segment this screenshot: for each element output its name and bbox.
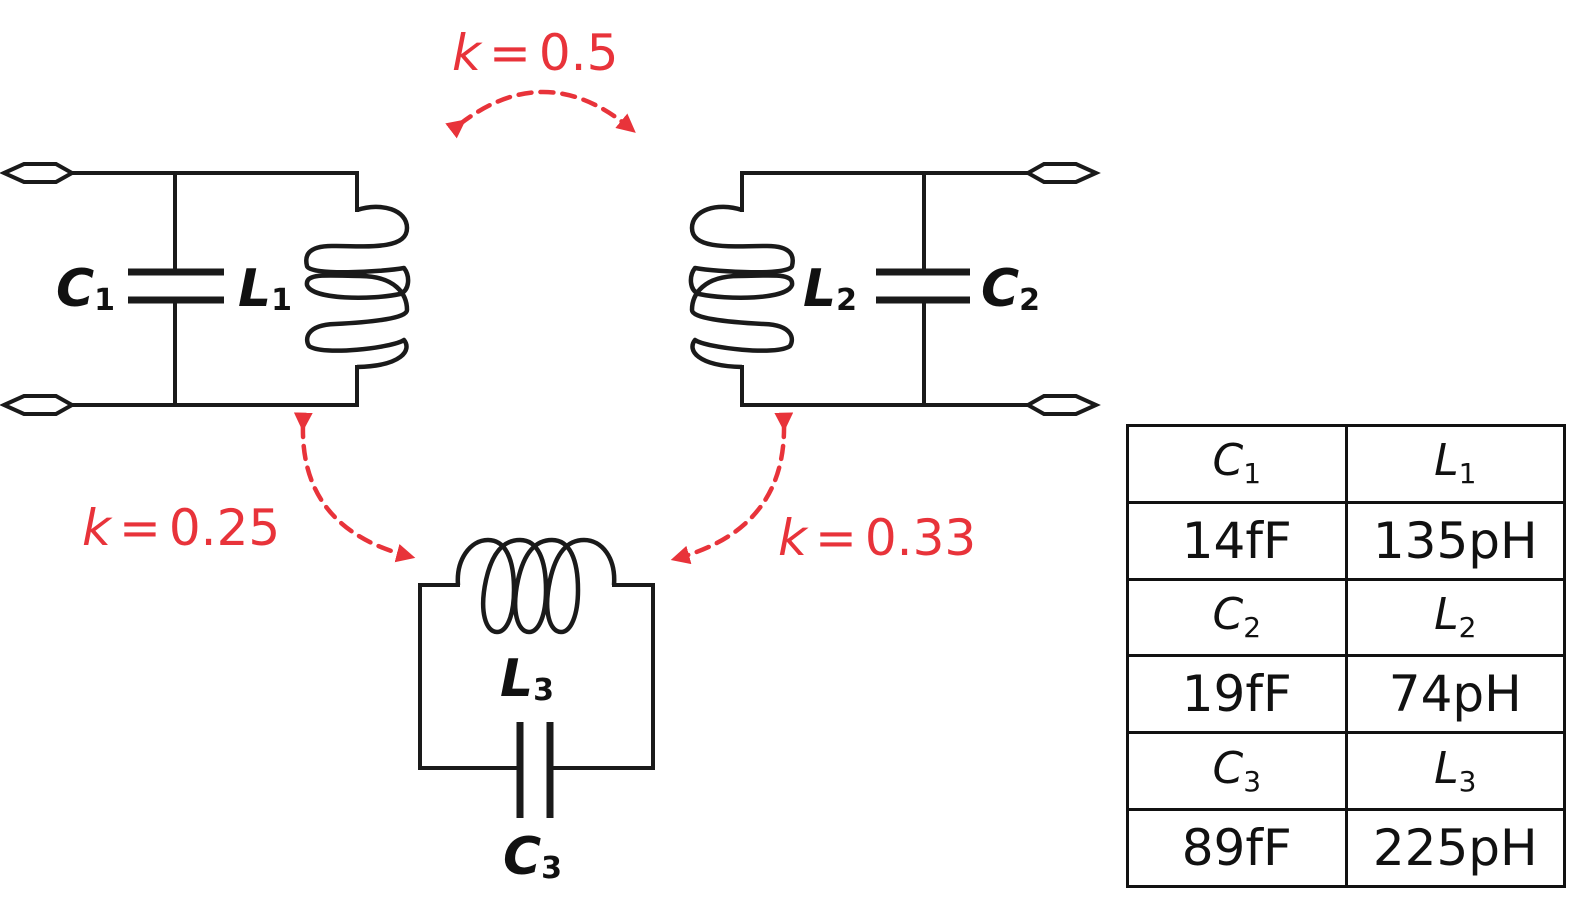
- table-header-c3: C3: [1126, 731, 1348, 812]
- table-cell-c3-value: 89fF: [1126, 808, 1348, 888]
- table-row-header-2: C2 L2: [1126, 577, 1566, 658]
- table-header-l1: L1: [1344, 424, 1566, 504]
- table-cell-l3-value: 225pH: [1344, 808, 1566, 888]
- resonator-1: [0, 162, 411, 416]
- res1-bottom-wire: [68, 365, 359, 407]
- res1-terminal-top[interactable]: [0, 162, 77, 184]
- c1-label: C1: [56, 259, 115, 319]
- res2-terminal-top[interactable]: [1023, 162, 1101, 184]
- resonator-3: [418, 537, 655, 818]
- resonator-2: [688, 162, 1101, 416]
- coupling-label-1-3: k=0.25: [82, 499, 280, 557]
- res1-terminal-bottom[interactable]: [0, 394, 77, 416]
- res2-top-wire: [740, 171, 1034, 212]
- table-cell-l1-value: 135pH: [1344, 500, 1566, 581]
- table-cell-c1-value: 14fF: [1126, 500, 1348, 581]
- table-cell-l2-value: 74pH: [1344, 654, 1566, 735]
- table-row-values-1: 14fF 135pH: [1126, 500, 1566, 581]
- res3-right-wire: [550, 583, 655, 770]
- coupling-label-2-3: k=0.33: [778, 509, 976, 567]
- table-row-header-1: C1 L1: [1126, 424, 1566, 504]
- coupling-arc-1-2: [445, 89, 636, 139]
- component-value-table: C1 L1 14fF 135pH C2 L2 19fF 74pH C3 L3 8…: [1126, 424, 1566, 888]
- l3-inductor-coil: [455, 537, 617, 635]
- l3-label: L3: [500, 649, 554, 709]
- table-header-c2: C2: [1126, 577, 1348, 658]
- coupling-arc-2-3: [670, 412, 794, 565]
- table-row-header-3: C3 L3: [1126, 731, 1566, 812]
- table-header-c1: C1: [1126, 424, 1348, 504]
- res2-bottom-wire: [740, 365, 1034, 407]
- coupled-resonator-schematic: C1 L1 L2 C2 L3 C3 k=0.5 k=0.25 k=0.33: [0, 24, 1101, 887]
- l2-label: L2: [803, 259, 857, 319]
- coupling-arc-1-3: [293, 412, 416, 563]
- res2-terminal-bottom[interactable]: [1023, 394, 1101, 416]
- table-row-values-2: 19fF 74pH: [1126, 654, 1566, 735]
- table-cell-c2-value: 19fF: [1126, 654, 1348, 735]
- table-header-l2: L2: [1344, 577, 1566, 658]
- c3-label: C3: [503, 827, 562, 887]
- table-row-values-3: 89fF 225pH: [1126, 808, 1566, 888]
- res3-left-wire: [418, 583, 520, 770]
- l2-inductor-coil: [688, 204, 795, 370]
- l1-inductor-coil: [304, 204, 411, 370]
- table-header-l3: L3: [1344, 731, 1566, 812]
- res1-top-wire: [68, 171, 359, 212]
- l1-label: L1: [238, 259, 292, 319]
- coupling-label-1-2: k=0.5: [452, 24, 618, 82]
- c2-label: C2: [981, 259, 1040, 319]
